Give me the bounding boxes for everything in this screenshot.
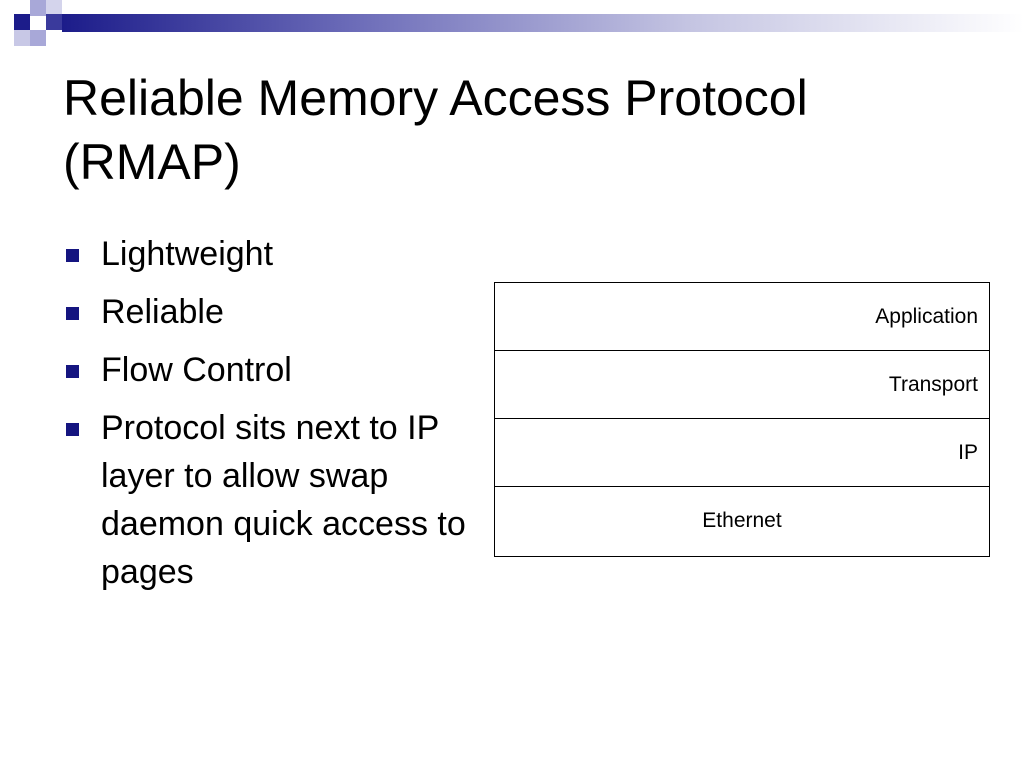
title-line-1: Reliable Memory Access Protocol [63, 70, 808, 126]
layer-label: IP [958, 441, 978, 464]
deco-square-light [46, 0, 62, 16]
slide-title: Reliable Memory Access Protocol (RMAP) [63, 66, 963, 194]
deco-square-light [30, 30, 46, 46]
deco-square-light [30, 0, 46, 16]
deco-square-dark [46, 14, 62, 30]
layer-ip: IP [495, 419, 989, 487]
layer-label: Application [875, 305, 978, 328]
bullet-text: Reliable [101, 293, 224, 331]
protocol-stack-diagram: Application Transport IP Ethernet [494, 282, 990, 557]
square-bullet-icon [66, 423, 79, 436]
square-bullet-icon [66, 249, 79, 262]
bullet-text: Flow Control [101, 351, 292, 389]
layer-ethernet: Ethernet [495, 487, 989, 556]
deco-square-dark [14, 14, 30, 30]
bullet-text: Lightweight [101, 235, 274, 273]
layer-label: Transport [888, 373, 978, 396]
layer-application: Application [495, 283, 989, 351]
bullet-item: Flow Control [66, 346, 496, 394]
square-bullet-icon [66, 365, 79, 378]
square-bullet-icon [66, 307, 79, 320]
bullet-text: Protocol sits next to IP layer to allow … [101, 409, 466, 591]
title-line-2: (RMAP) [63, 134, 241, 190]
bullet-list: Lightweight Reliable Flow Control Protoc… [66, 230, 496, 606]
layer-label: Ethernet [702, 509, 782, 532]
bullet-item: Protocol sits next to IP layer to allow … [66, 404, 496, 596]
title-gradient-bar [62, 14, 1024, 32]
bullet-item: Reliable [66, 288, 496, 336]
deco-square-light [14, 30, 30, 46]
layer-transport: Transport [495, 351, 989, 419]
bullet-item: Lightweight [66, 230, 496, 278]
